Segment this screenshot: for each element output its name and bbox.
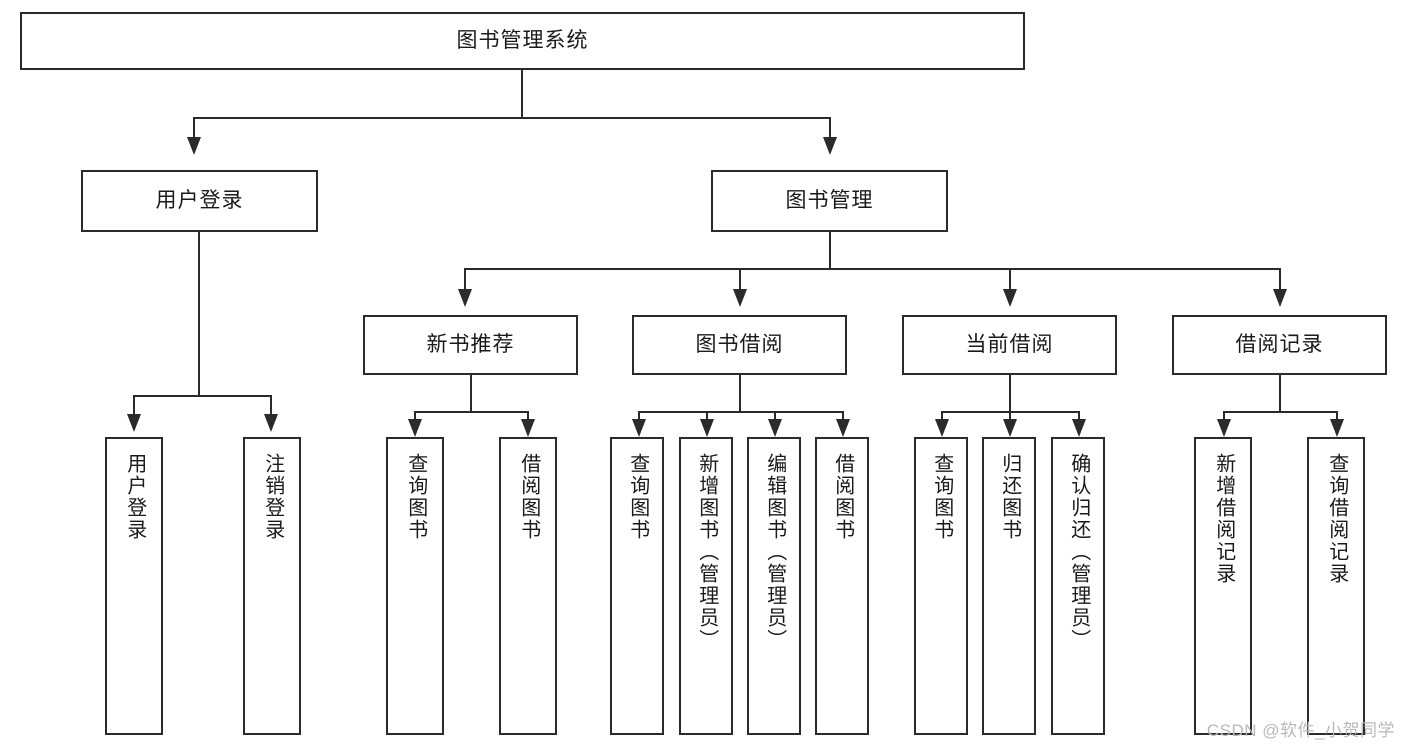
connector-current-leaf3 — [1078, 411, 1080, 421]
connector-login-stem — [198, 232, 200, 396]
node-leaf-borrow-book-2[interactable]: 借阅图书 — [815, 437, 869, 735]
connector-level2-bus — [193, 117, 831, 119]
node-leaf-search-book-2-label: 查询图书 — [626, 453, 649, 541]
connector-login-leaf1 — [133, 395, 135, 415]
arrow-current-leaf2 — [1003, 419, 1017, 437]
connector-borrow-stem — [739, 375, 741, 412]
node-leaf-borrow-book-1-label: 借阅图书 — [517, 453, 540, 541]
arrow-newbook-leaf2 — [521, 419, 535, 437]
connector-current-stem — [1009, 375, 1011, 412]
connector-records-leaf2 — [1336, 411, 1338, 421]
node-leaf-return-book-label: 归还图书 — [998, 453, 1021, 541]
connector-to-borrow — [739, 268, 741, 290]
node-login-label: 用户登录 — [155, 188, 244, 212]
node-leaf-search-book-2[interactable]: 查询图书 — [610, 437, 664, 735]
node-leaf-logout-label: 注销登录 — [261, 453, 284, 541]
arrow-current-leaf3 — [1072, 419, 1086, 437]
connector-login-bus — [133, 395, 270, 397]
arrow-login-leaf1 — [127, 414, 141, 432]
connector-bookmgmt-stem — [829, 232, 831, 269]
node-leaf-add-record[interactable]: 新增借阅记录 — [1194, 437, 1252, 735]
node-current-label: 当前借阅 — [965, 332, 1054, 356]
arrow-to-current — [1003, 289, 1017, 307]
node-leaf-search-record[interactable]: 查询借阅记录 — [1307, 437, 1365, 735]
node-borrow-label: 图书借阅 — [695, 332, 784, 356]
arrow-to-newbook — [458, 289, 472, 307]
arrow-borrow-leaf3 — [768, 419, 782, 437]
connector-to-records — [1279, 268, 1281, 290]
arrow-records-leaf1 — [1217, 419, 1231, 437]
connector-current-leaf1 — [941, 411, 943, 421]
connector-newbook-bus — [414, 411, 527, 413]
node-leaf-search-book-1[interactable]: 查询图书 — [386, 437, 444, 735]
node-current[interactable]: 当前借阅 — [902, 315, 1117, 375]
connector-newbook-stem — [470, 375, 472, 412]
node-leaf-search-book-3-label: 查询图书 — [930, 453, 953, 541]
arrow-to-bookmgmt — [823, 137, 837, 155]
connector-borrow-leaf2 — [706, 411, 708, 421]
connector-borrow-leaf1 — [638, 411, 640, 421]
node-records[interactable]: 借阅记录 — [1172, 315, 1387, 375]
node-leaf-borrow-book-1[interactable]: 借阅图书 — [499, 437, 557, 735]
connector-to-newbook — [464, 268, 466, 290]
node-leaf-add-book-label: 新增图书（管理员） — [695, 453, 718, 651]
node-borrow[interactable]: 图书借阅 — [632, 315, 847, 375]
node-bookmgmt-label: 图书管理 — [785, 188, 874, 212]
connector-borrow-bus — [638, 411, 843, 413]
node-newbook-label: 新书推荐 — [426, 332, 515, 356]
connector-level3-bus — [464, 268, 1280, 270]
node-leaf-edit-book-label: 编辑图书（管理员） — [763, 453, 786, 651]
node-bookmgmt[interactable]: 图书管理 — [711, 170, 948, 232]
node-leaf-confirm-return[interactable]: 确认归还（管理员） — [1051, 437, 1105, 735]
connector-root-stem — [521, 70, 523, 118]
node-root-label: 图书管理系统 — [456, 28, 589, 52]
connector-login-leaf2 — [270, 395, 272, 415]
node-leaf-logout[interactable]: 注销登录 — [243, 437, 301, 735]
node-leaf-confirm-return-label: 确认归还（管理员） — [1067, 453, 1090, 651]
connector-newbook-leaf1 — [414, 411, 416, 421]
node-leaf-search-book-1-label: 查询图书 — [404, 453, 427, 541]
connector-records-bus — [1223, 411, 1336, 413]
node-leaf-user-login-label: 用户登录 — [123, 453, 146, 541]
connector-to-login — [193, 117, 195, 139]
node-leaf-search-book-3[interactable]: 查询图书 — [914, 437, 968, 735]
arrow-to-borrow — [733, 289, 747, 307]
arrow-login-leaf2 — [264, 414, 278, 432]
node-leaf-edit-book[interactable]: 编辑图书（管理员） — [747, 437, 801, 735]
arrow-to-login — [187, 137, 201, 155]
connector-newbook-leaf2 — [527, 411, 529, 421]
node-leaf-borrow-book-2-label: 借阅图书 — [831, 453, 854, 541]
connector-records-leaf1 — [1223, 411, 1225, 421]
node-records-label: 借阅记录 — [1235, 332, 1324, 356]
arrow-to-records — [1273, 289, 1287, 307]
connector-borrow-leaf4 — [842, 411, 844, 421]
arrow-borrow-leaf1 — [632, 419, 646, 437]
node-leaf-add-record-label: 新增借阅记录 — [1212, 453, 1235, 585]
connector-borrow-leaf3 — [774, 411, 776, 421]
connector-records-stem — [1279, 375, 1281, 412]
node-newbook[interactable]: 新书推荐 — [363, 315, 578, 375]
connector-to-current — [1009, 268, 1011, 290]
node-leaf-return-book[interactable]: 归还图书 — [982, 437, 1036, 735]
csdn-watermark: CSDN @软件_小贺同学 — [1206, 721, 1395, 740]
arrow-records-leaf2 — [1330, 419, 1344, 437]
arrow-newbook-leaf1 — [408, 419, 422, 437]
connector-to-bookmgmt — [829, 117, 831, 139]
node-root[interactable]: 图书管理系统 — [20, 12, 1025, 70]
node-login[interactable]: 用户登录 — [81, 170, 318, 232]
connector-current-leaf2 — [1009, 411, 1011, 421]
arrow-borrow-leaf2 — [700, 419, 714, 437]
arrow-current-leaf1 — [935, 419, 949, 437]
node-leaf-search-record-label: 查询借阅记录 — [1325, 453, 1348, 585]
node-leaf-add-book[interactable]: 新增图书（管理员） — [679, 437, 733, 735]
arrow-borrow-leaf4 — [836, 419, 850, 437]
node-leaf-user-login[interactable]: 用户登录 — [105, 437, 163, 735]
